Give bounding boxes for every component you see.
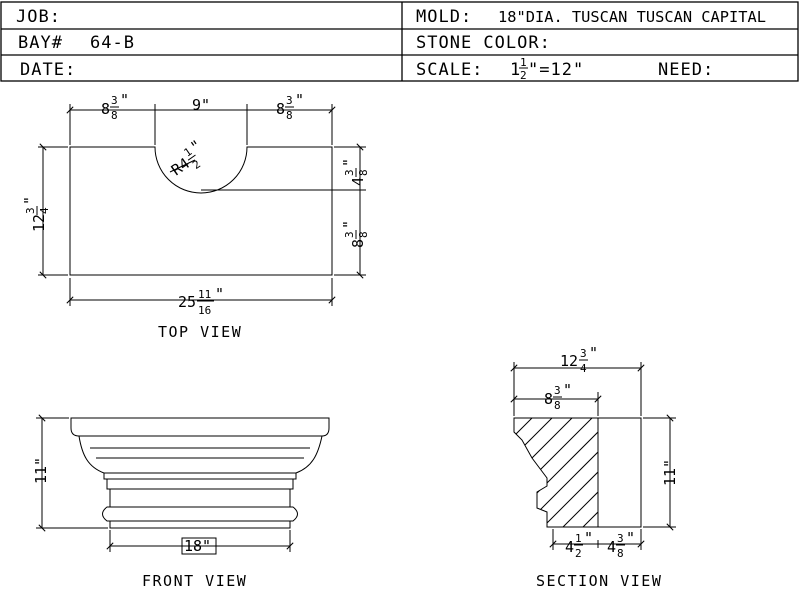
dim-upper-whole: 4 [349, 177, 367, 186]
section-view-label: SECTION VIEW [536, 572, 662, 590]
date-label: DATE: [20, 60, 76, 80]
depth-label: 12 3 4 " [21, 196, 51, 232]
section-block [597, 417, 642, 528]
dim-lower-den: 8 [357, 231, 370, 238]
radius-leader [169, 159, 196, 173]
dim-depth-whole: 12 [30, 214, 48, 232]
inch-mark: " [215, 285, 224, 303]
inch-mark: " [589, 344, 598, 362]
fraction-bar [187, 154, 196, 161]
astragal [102, 506, 298, 522]
scale-num: 1 [520, 56, 527, 69]
section-inner-den: 8 [554, 399, 561, 412]
dim-depth-den: 4 [38, 207, 51, 214]
section-bottom-right-num: 3 [617, 532, 624, 545]
inch-mark: " [295, 91, 304, 109]
top-view-label: TOP VIEW [158, 323, 242, 341]
bay-label: BAY# [18, 33, 63, 53]
inch-mark: " [340, 220, 358, 229]
section-bottom-left-den: 2 [575, 547, 582, 560]
abacus [70, 417, 330, 437]
scale-label: SCALE: [416, 60, 483, 80]
neck [109, 488, 291, 508]
section-total-whole: 12 [560, 352, 578, 370]
band [106, 478, 294, 490]
dim-right-num: 3 [286, 94, 293, 107]
dim-upper-num: 3 [343, 169, 356, 176]
mold-value: 18"DIA. TUSCAN TUSCAN CAPITAL [498, 8, 766, 26]
title-block: JOB: BAY# 64-B DATE: MOLD: 18"DIA. TUSCA… [0, 1, 799, 82]
dim-left-whole: 8 [101, 100, 110, 118]
base-fillet [109, 520, 291, 529]
inch-mark: " [626, 529, 635, 547]
inch-mark: " [340, 158, 358, 167]
section-view: 12 3 4 " 8 3 8 " 11" 4 1 2 " 4 3 8 " SEC… [510, 344, 679, 590]
need-label: NEED: [658, 60, 714, 80]
inch-mark: " [120, 91, 129, 109]
top-view-outline [69, 146, 333, 276]
dim-left-den: 8 [111, 109, 118, 122]
dim-right-den: 8 [286, 109, 293, 122]
dim-depth-num: 3 [24, 207, 37, 214]
mold-label: MOLD: [416, 7, 472, 27]
section-hatch [514, 418, 598, 527]
top-view: 8 3 8 " 9" 8 3 8 " R4 1 2 " 12 3 4 " [21, 91, 370, 341]
dim-upper-den: 8 [357, 169, 370, 176]
front-dim-base: 18" [184, 537, 211, 555]
dimension-text-mask [181, 537, 217, 555]
section-bottom-right-whole: 4 [607, 538, 616, 556]
inch-mark: " [21, 196, 39, 205]
inch-mark: " [563, 381, 572, 399]
dim-lower-whole: 8 [349, 239, 367, 248]
section-total-num: 3 [580, 347, 587, 360]
section-bottom-left-num: 1 [575, 532, 582, 545]
dim-width-whole: 25 [178, 293, 196, 311]
stone-color-label: STONE COLOR: [416, 33, 551, 53]
front-view-label: FRONT VIEW [142, 572, 247, 590]
dim-lower-num: 3 [343, 231, 356, 238]
radius-label: R4 1 2 " [168, 136, 205, 179]
fillet [103, 472, 297, 480]
dim-left-num: 3 [111, 94, 118, 107]
front-view: 11" 18" FRONT VIEW [32, 414, 330, 590]
radius-den: 2 [190, 157, 203, 171]
dim-width-num: 11 [198, 288, 211, 301]
title-block-border [0, 1, 799, 82]
upper-depth-label: 4 3 8 " [340, 158, 370, 186]
bay-value: 64-B [90, 33, 135, 53]
section-dim-height: 11" [661, 459, 679, 486]
inch-mark: " [584, 529, 593, 547]
section-inner-num: 3 [554, 384, 561, 397]
section-total-den: 4 [580, 362, 587, 375]
scale-whole: 1 [510, 60, 521, 80]
scale-rest: "=12" [528, 60, 584, 80]
job-label: JOB: [16, 7, 61, 27]
section-bottom-right-den: 8 [617, 547, 624, 560]
echinus [78, 435, 323, 474]
front-dim-height: 11" [32, 457, 50, 484]
lower-depth-label: 8 3 8 " [340, 220, 370, 248]
scale-den: 2 [520, 69, 527, 82]
dim-mid: 9" [192, 96, 210, 114]
section-inner-whole: 8 [544, 390, 553, 408]
section-bottom-left-whole: 4 [565, 538, 574, 556]
dim-width-den: 16 [198, 304, 211, 317]
dim-right-whole: 8 [276, 100, 285, 118]
